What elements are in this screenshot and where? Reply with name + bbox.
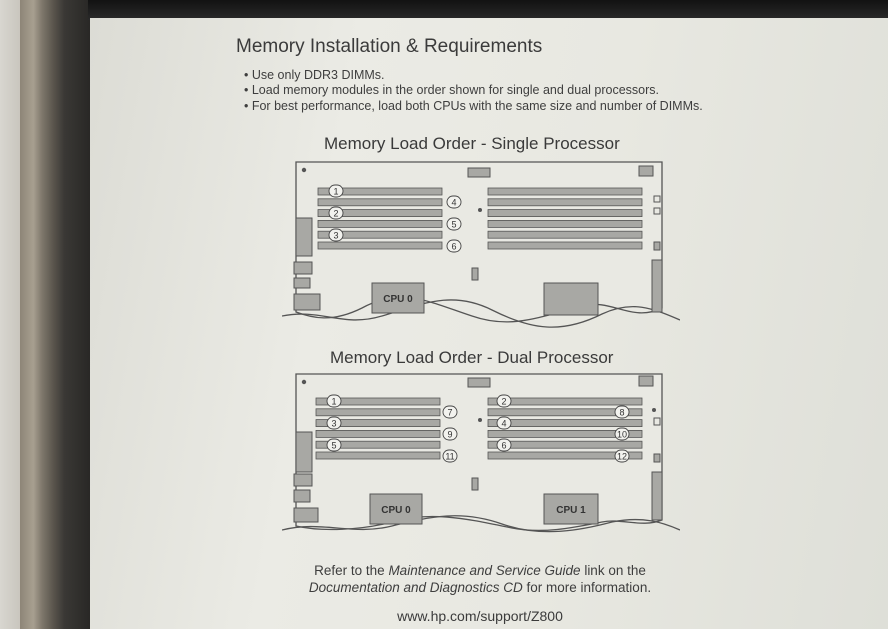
dual-right-slot-3: [487, 419, 643, 427]
dual-left-slot-4: [315, 430, 441, 438]
svg-text:6: 6: [501, 441, 506, 451]
dual-slot-callout-4: 4: [496, 416, 512, 430]
chassis-top-edge: [88, 0, 888, 20]
label-title: Memory Installation & Requirements: [236, 36, 543, 57]
dual-left-slot-6: [315, 451, 441, 460]
dual-slot-callout-6: 6: [496, 438, 512, 452]
chassis-edge: [20, 0, 94, 629]
dual-right-slot-1: [487, 397, 643, 406]
dual-right-slot-2: [487, 408, 643, 417]
svg-text:10: 10: [617, 430, 627, 440]
svg-text:8: 8: [619, 408, 624, 418]
svg-text:5: 5: [331, 441, 336, 451]
single-left-slot-4: [317, 220, 443, 228]
dual-left-slot-3: [315, 419, 441, 427]
single-processor-heading: Memory Load Order - Single Processor: [324, 134, 620, 153]
svg-text:3: 3: [331, 419, 336, 429]
dual-right-slot-6: [487, 451, 643, 460]
svg-text:5: 5: [451, 220, 456, 230]
single-slot-callout-5: 5: [446, 217, 462, 231]
dual-left-slot-5: [315, 440, 441, 449]
dual-left-slot-1: [315, 397, 441, 406]
dual-slot-callout-9: 9: [442, 427, 458, 441]
svg-text:9: 9: [447, 430, 452, 440]
single-right-slot-6: [487, 241, 643, 250]
single-processor-diagram: CPU 0 1 4 2 5 3 6: [282, 161, 680, 328]
bullet-2: • Load memory modules in the order shown…: [244, 83, 660, 97]
dual-processor-heading: Memory Load Order - Dual Processor: [330, 348, 614, 367]
svg-text:6: 6: [451, 242, 456, 252]
dual-slot-callout-10: 10: [614, 427, 630, 441]
single-left-slot-3: [317, 209, 443, 217]
dual-slot-callout-5: 5: [326, 438, 342, 452]
service-label: [90, 18, 888, 629]
single-slot-callout-2: 2: [328, 206, 344, 220]
svg-text:3: 3: [333, 231, 338, 241]
support-url: www.hp.com/support/Z800: [397, 608, 563, 624]
dual-cpu0-label: CPU 0: [381, 505, 411, 516]
dual-right-slot-4: [487, 430, 643, 438]
dual-slot-callout-1: 1: [326, 394, 342, 408]
single-slot-callout-6: 6: [446, 239, 462, 253]
single-slot-callout-4: 4: [446, 195, 462, 209]
single-left-slot-2: [317, 198, 443, 207]
background-surface: [0, 0, 20, 629]
svg-text:12: 12: [617, 452, 627, 462]
single-left-slot-6: [317, 241, 443, 250]
dual-slot-callout-11: 11: [442, 449, 458, 463]
dual-slot-callout-12: 12: [614, 449, 630, 463]
svg-text:1: 1: [333, 187, 338, 197]
single-right-slot-3: [487, 209, 643, 217]
svg-text:11: 11: [445, 452, 454, 462]
dual-slot-callout-3: 3: [326, 416, 342, 430]
single-cpu0-label: CPU 0: [383, 294, 413, 305]
bullet-3: • For best performance, load both CPUs w…: [244, 99, 703, 113]
single-right-slot-5: [487, 230, 643, 239]
single-right-slot-1: [487, 187, 643, 196]
svg-text:2: 2: [333, 209, 338, 219]
dual-cpu1-label: CPU 1: [556, 505, 586, 516]
svg-text:7: 7: [447, 408, 452, 418]
svg-text:4: 4: [451, 198, 456, 208]
dual-right-slot-5: [487, 440, 643, 449]
dual-slot-callout-7: 7: [442, 405, 458, 419]
svg-text:4: 4: [501, 419, 506, 429]
single-slot-callout-1: 1: [328, 184, 344, 198]
dual-left-slot-2: [315, 408, 441, 417]
single-right-slot-2: [487, 198, 643, 207]
single-left-slot-1: [317, 187, 443, 196]
dual-slot-callout-8: 8: [614, 405, 630, 419]
single-left-slot-5: [317, 230, 443, 239]
footer-line-1: Refer to the Maintenance and Service Gui…: [314, 563, 646, 578]
single-slot-callout-3: 3: [328, 228, 344, 242]
dual-slot-callout-2: 2: [496, 394, 512, 408]
footer-line-2: Documentation and Diagnostics CD for mor…: [308, 580, 652, 595]
bullet-1: • Use only DDR3 DIMMs.: [244, 68, 385, 82]
svg-text:1: 1: [331, 397, 336, 407]
single-right-slot-4: [487, 220, 643, 228]
svg-text:2: 2: [501, 397, 506, 407]
